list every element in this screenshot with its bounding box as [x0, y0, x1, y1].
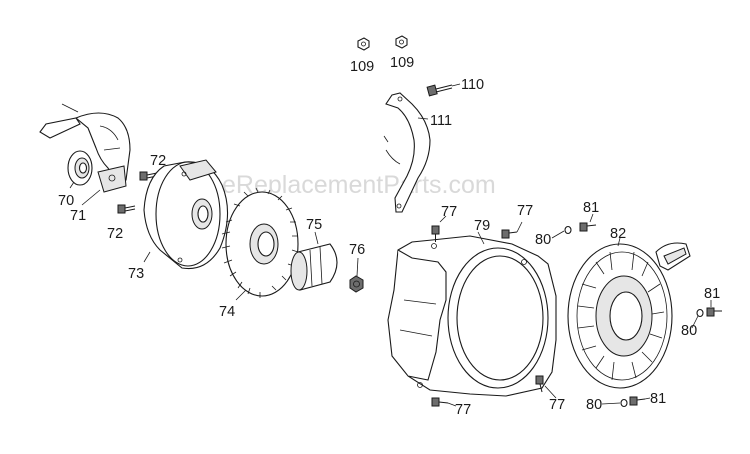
- label-74: 74: [219, 304, 235, 320]
- label-75: 75: [306, 217, 322, 233]
- leader-77-bottom-left: [447, 402, 457, 407]
- leader-77-top-right: [516, 221, 523, 233]
- label-72-lower: 72: [107, 226, 123, 242]
- part-81-screw-bottom[interactable]: [629, 396, 646, 406]
- leader-81-bottom: [644, 397, 651, 400]
- leader-73: [143, 251, 151, 263]
- leader-74: [235, 289, 247, 301]
- label-80-bottom: 80: [586, 397, 602, 413]
- label-82: 82: [610, 226, 626, 242]
- part-80-washer-right[interactable]: [696, 308, 704, 318]
- leader-77-bottom-right: [544, 385, 557, 399]
- leader-80-bottom: [601, 402, 621, 405]
- label-81-right: 81: [704, 286, 720, 302]
- part-77-screw-top-right[interactable]: [501, 229, 518, 239]
- label-77-top-left: 77: [441, 204, 457, 220]
- label-81-top: 81: [583, 200, 599, 216]
- part-109-nut-left[interactable]: [357, 37, 370, 51]
- leader-79: [477, 231, 485, 245]
- leader-71: [81, 189, 101, 206]
- leader-80-right: [691, 315, 699, 329]
- part-77-screw-bottom-left[interactable]: [431, 397, 449, 407]
- part-77-screw-top-left[interactable]: [431, 225, 440, 242]
- part-73-flywheel[interactable]: [143, 159, 229, 270]
- label-77-bottom-left: 77: [455, 402, 471, 418]
- leader-81-top: [589, 213, 594, 223]
- part-81-screw-right[interactable]: [706, 307, 722, 317]
- leader-70: [69, 181, 75, 189]
- part-111-baffle-plate[interactable]: [383, 92, 431, 213]
- part-72-screw-lower[interactable]: [117, 204, 136, 214]
- part-80-washer-top[interactable]: [564, 225, 572, 235]
- label-76: 76: [349, 242, 365, 258]
- label-110: 110: [461, 77, 484, 93]
- part-81-screw-top[interactable]: [579, 222, 597, 232]
- part-76-flywheel-nut[interactable]: [349, 275, 364, 293]
- label-80-top: 80: [535, 232, 551, 248]
- label-80-right: 80: [681, 323, 697, 339]
- part-80-washer-bottom[interactable]: [620, 398, 628, 408]
- leader-111: [417, 117, 429, 120]
- part-75-starter-cup[interactable]: [290, 243, 338, 291]
- part-109-nut-right[interactable]: [395, 35, 408, 49]
- leader-110: [451, 83, 461, 87]
- leader-80-top: [551, 230, 565, 239]
- label-73: 73: [128, 266, 144, 282]
- label-79: 79: [474, 218, 490, 234]
- part-77-screw-bottom-right[interactable]: [535, 375, 544, 393]
- label-109-left: 109: [350, 59, 374, 75]
- label-71: 71: [70, 208, 86, 224]
- leader-75: [314, 231, 319, 245]
- leader-82: [617, 237, 621, 247]
- part-71-ignition-coil[interactable]: [39, 103, 131, 193]
- label-109-right: 109: [390, 55, 414, 71]
- part-82-recoil-starter[interactable]: [567, 242, 691, 389]
- leader-76: [356, 257, 359, 277]
- part-110-bolt[interactable]: [426, 84, 453, 97]
- leader-77-top-left: [439, 215, 447, 223]
- label-70: 70: [58, 193, 74, 209]
- label-81-bottom: 81: [650, 391, 666, 407]
- part-79-fan-housing[interactable]: [387, 235, 557, 397]
- label-72-upper: 72: [150, 153, 166, 169]
- label-77-bottom-right: 77: [549, 397, 565, 413]
- part-74-cooling-fan[interactable]: [221, 187, 299, 298]
- part-70-seal[interactable]: [67, 150, 93, 186]
- label-111: 111: [430, 113, 452, 129]
- label-77-top-right: 77: [517, 203, 533, 219]
